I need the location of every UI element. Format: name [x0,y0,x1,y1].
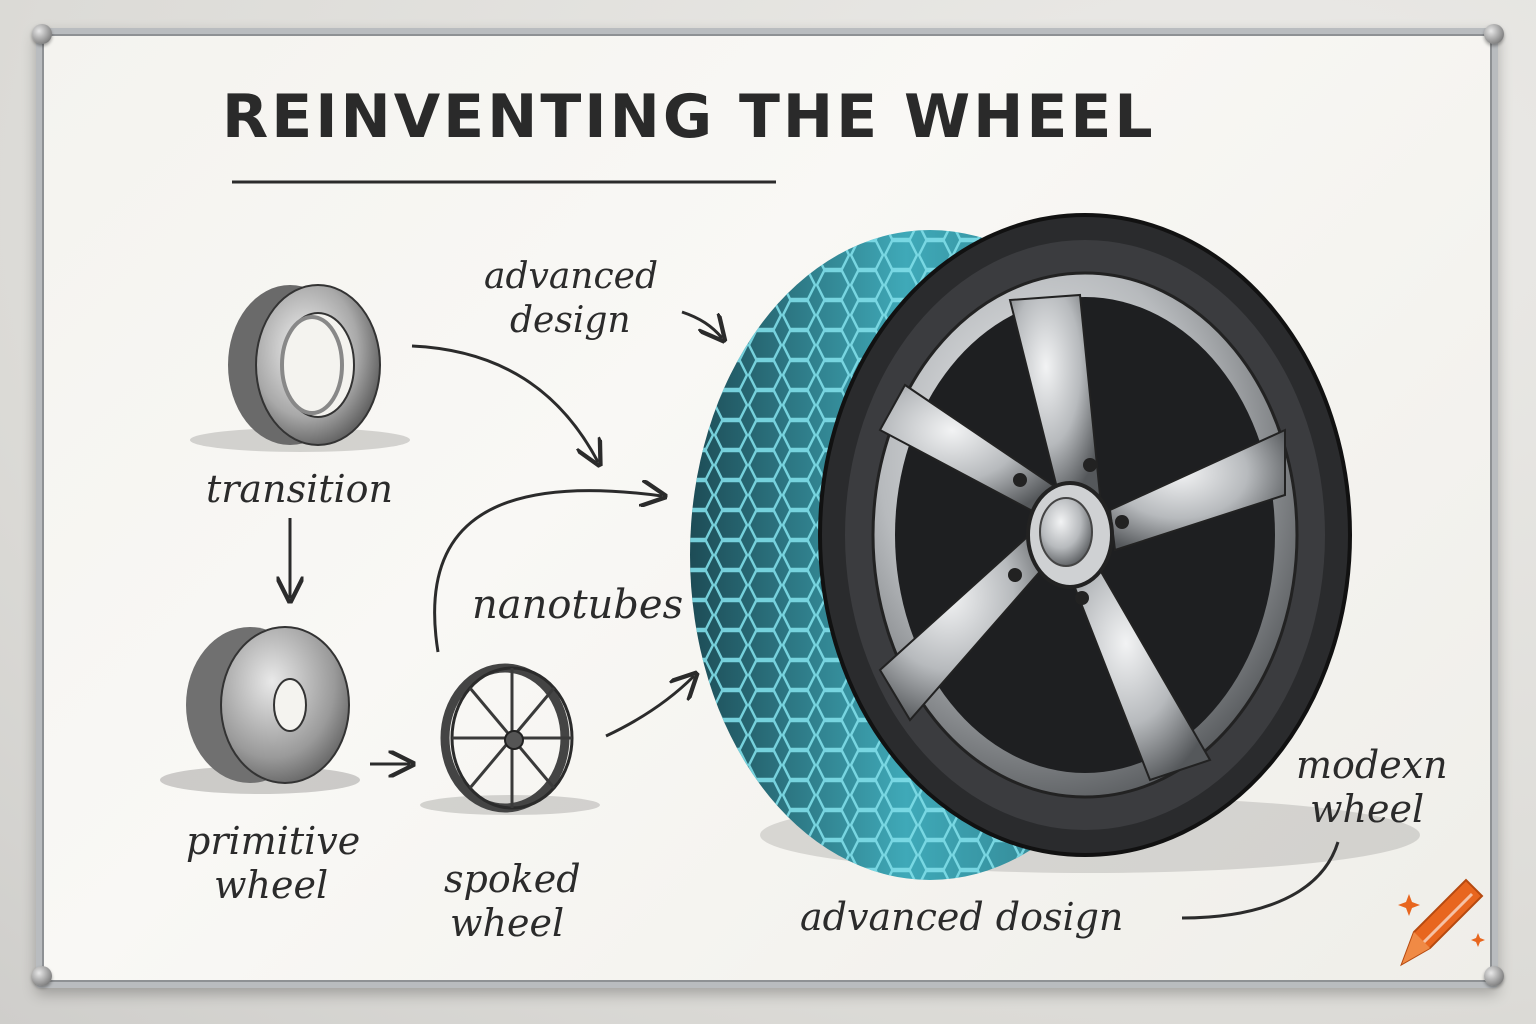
label-primitive-wheel-line2: wheel [214,863,329,907]
label-advanced-design-top-line2: design [510,300,631,341]
board-corner-pin [32,966,52,986]
label-advanced-design-top: advanced [484,256,659,297]
label-spoked-wheel-line2: wheel [450,901,565,945]
board-corner-pin [1484,24,1504,44]
modern-wheel-icon [690,213,1420,880]
arrows [290,310,1340,920]
spoked-wheel-icon [420,663,600,815]
label-nanotubes: nanotubes [472,582,684,628]
label-transition: transition [206,467,393,511]
page-title: REINVENTING THE WHEEL [222,82,1156,152]
crayon-logo-icon [1398,878,1485,967]
label-advanced-design-bottom: advanced dosign [800,895,1124,939]
label-primitive-wheel: primitive [186,819,361,863]
ring-wheel-icon [190,284,410,452]
board-corner-pin [1484,966,1504,986]
board-corner-pin [32,24,52,44]
solid-wheel-icon [160,626,360,794]
label-modern-wheel-line2: wheel [1310,787,1425,831]
label-spoked-wheel: spoked [444,857,581,901]
label-modern-wheel: modexn [1296,743,1448,787]
